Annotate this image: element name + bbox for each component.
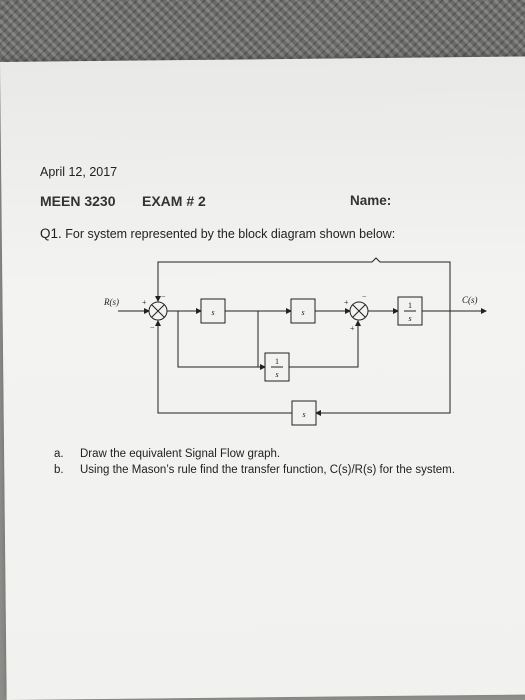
carpet-background (0, 0, 525, 72)
block-inner-num: 1 (275, 357, 279, 366)
line-b4-sum2 (289, 320, 361, 368)
line-output-b5 (315, 311, 451, 416)
sign-sum2-bottom: + (350, 324, 355, 333)
name-label: Name: (350, 193, 392, 208)
part-a-label: a. (54, 448, 64, 460)
sign-sum2-top: − (362, 292, 367, 301)
question-1: Q1. For system represented by the block … (40, 226, 395, 241)
line-inner-branch (177, 311, 258, 368)
question-text: For system represented by the block diag… (65, 227, 396, 241)
part-b-text: Using the Mason’s rule find the transfer… (80, 464, 455, 476)
question-number: Q1. (40, 226, 62, 241)
question-part-b: b. Using the Mason’s rule find the transf… (54, 464, 455, 476)
output-label: C(s) (462, 295, 478, 305)
sign-sum2-in: + (344, 298, 349, 307)
block-s-1-text: s (211, 308, 214, 317)
block-s-feedback-text: s (302, 410, 305, 419)
block-s-2 (290, 298, 316, 324)
line-node-b4 (257, 311, 266, 370)
block-s-feedback (291, 400, 317, 426)
block-inner-den: s (275, 370, 278, 379)
summing-junction-1 (148, 301, 168, 321)
sign-sum1-in: + (142, 298, 147, 307)
input-label: R(s) (103, 297, 119, 307)
block-forward-num: 1 (408, 301, 412, 310)
summing-junction-2 (349, 301, 369, 321)
block-forward-den: s (408, 314, 411, 323)
part-b-label: b. (54, 464, 64, 476)
top-feedback-line (155, 257, 451, 311)
block-s-1 (200, 298, 226, 324)
part-a-text: Draw the equivalent Signal Flow graph. (80, 448, 281, 460)
exam-date: April 12, 2017 (40, 165, 118, 179)
question-part-a: a. Draw the equivalent Signal Flow graph. (54, 448, 280, 460)
line-b5-sum1 (155, 320, 292, 414)
sign-sum1-top: − (161, 292, 166, 301)
block-diagram: R(s) C(s) s s 1 s 1 s s + − − + + − (103, 257, 487, 426)
sign-sum1-bottom: − (150, 323, 155, 332)
course-code: MEEN 3230 (40, 193, 116, 209)
block-s-2-text: s (301, 308, 304, 317)
exam-title: EXAM # 2 (142, 193, 206, 209)
